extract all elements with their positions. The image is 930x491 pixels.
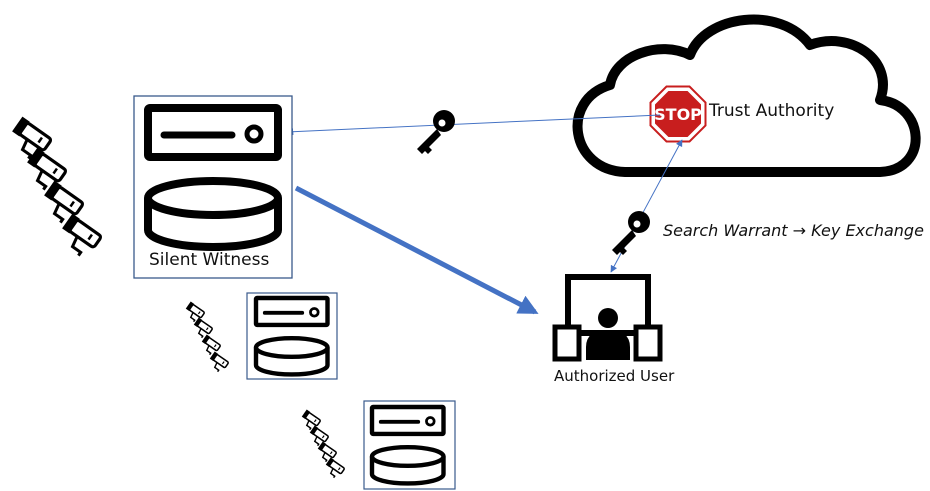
authorized-user-label: Authorized User (554, 367, 675, 385)
trust-authority-label: Trust Authority (709, 101, 835, 121)
cctv-camera-icon (197, 333, 223, 358)
key-exchange-label: Search Warrant → Key Exchange (663, 221, 924, 240)
cloud-icon (572, 14, 921, 177)
arrow-right-icon: → (792, 221, 807, 240)
camera-stack-small (181, 300, 231, 375)
stop-sign-icon: STOP (649, 85, 707, 143)
camera-stack-large (3, 115, 105, 262)
stop-sign-label: STOP (654, 105, 702, 124)
key-icon (417, 110, 455, 154)
key-exchange-text: Key Exchange (811, 221, 924, 240)
camera-stack-small (297, 408, 347, 481)
key-icon (612, 211, 650, 255)
silent-witness-label: Silent Witness (149, 250, 270, 270)
key-distribution-arrow (286, 114, 661, 136)
search-warrant-text: Search Warrant (663, 221, 788, 240)
data-flow-arrow (294, 185, 539, 315)
cctv-camera-icon (205, 350, 231, 375)
user-workstation-icon (552, 274, 663, 362)
